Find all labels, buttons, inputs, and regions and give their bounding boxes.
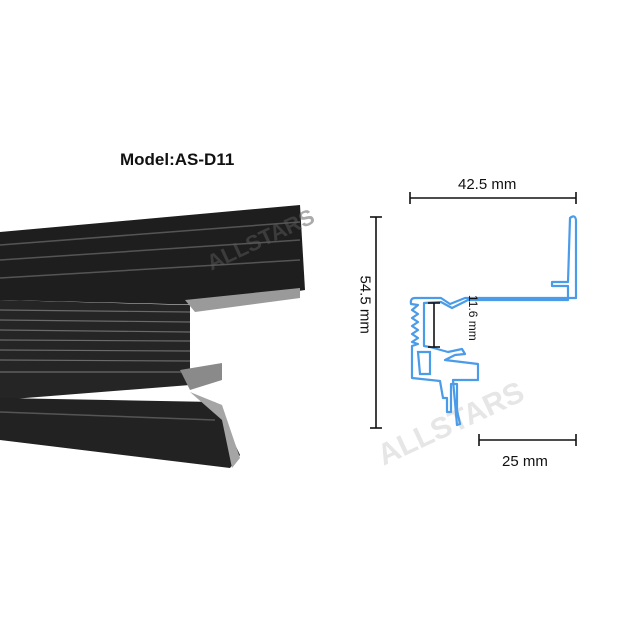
dimension-width-bottom: 25 mm xyxy=(502,453,548,470)
dimension-lines xyxy=(370,192,577,446)
profile-outline xyxy=(409,215,578,427)
extrusion-photo xyxy=(0,205,305,468)
model-label: Model:AS-D11 xyxy=(120,150,235,169)
dimension-inner: 11.6 mm xyxy=(466,295,480,341)
dimension-width-top: 42.5 mm xyxy=(458,176,517,193)
dimension-height: 54.5 mm xyxy=(356,275,374,334)
